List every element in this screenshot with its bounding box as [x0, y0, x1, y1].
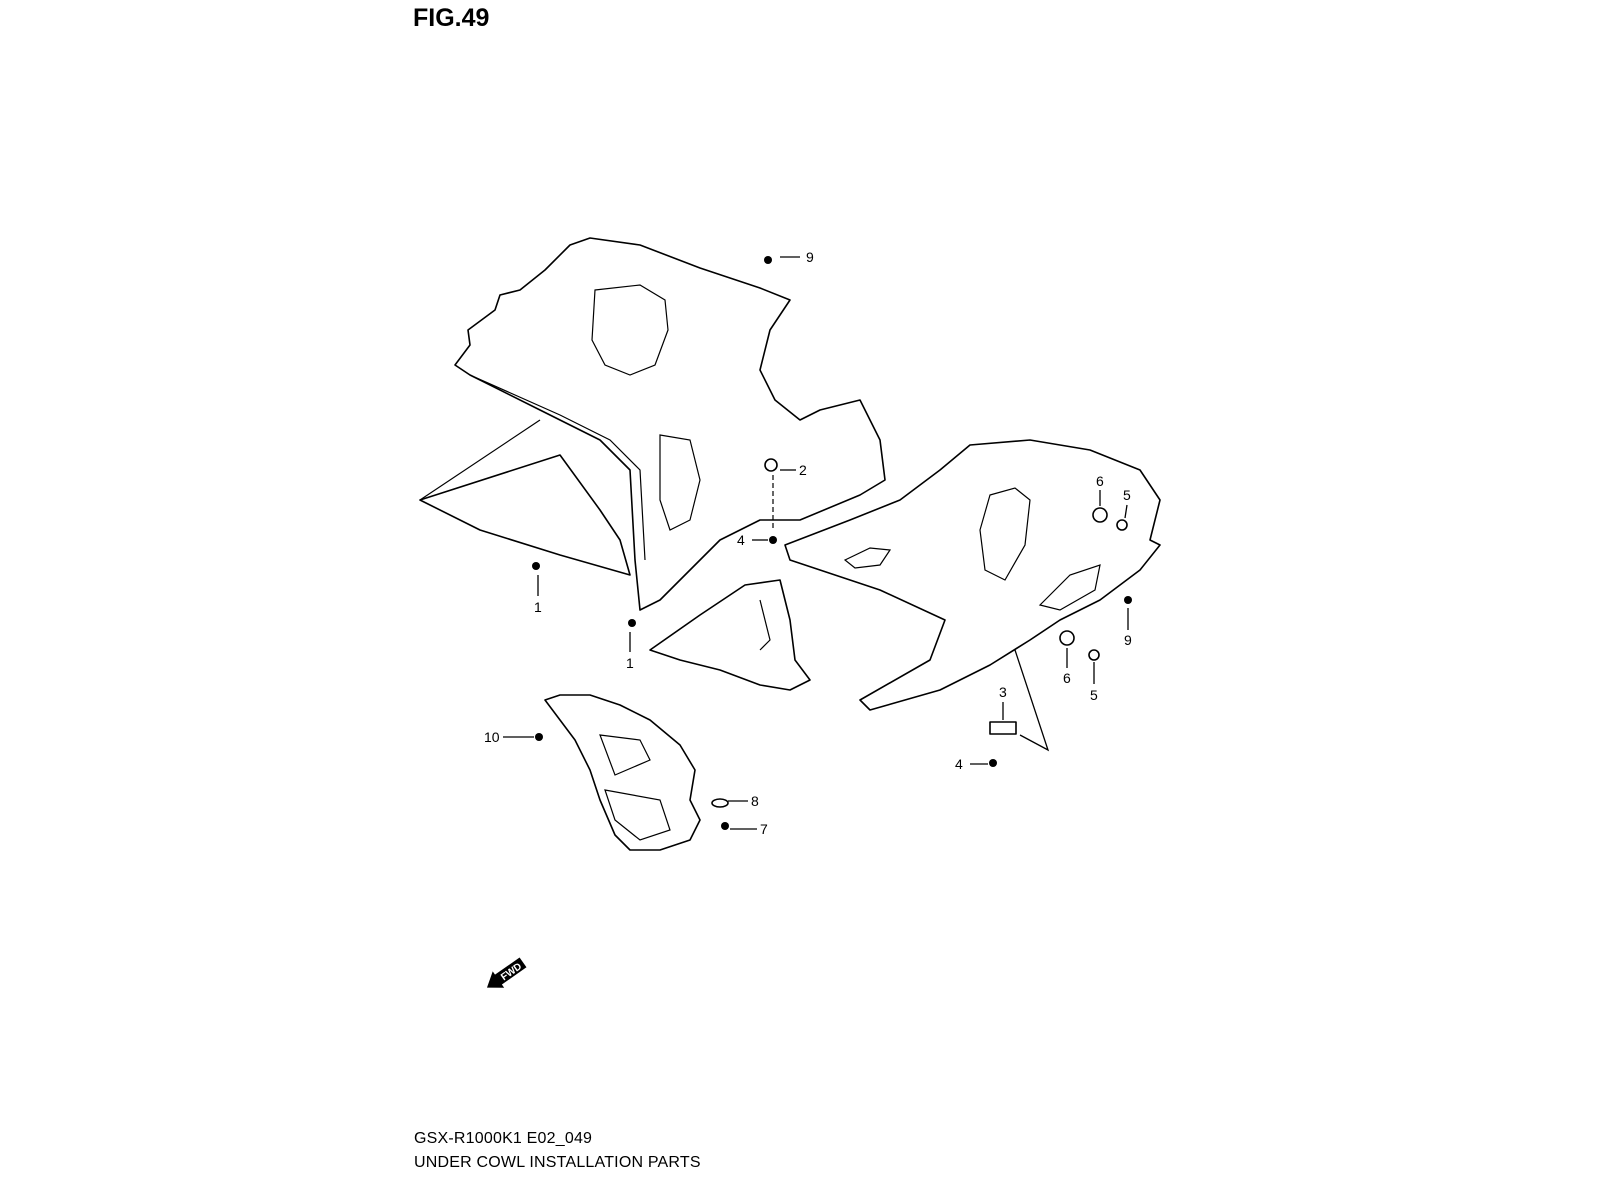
- callouts: 9 2 4 1 1 6 5 9 6 5 3 4 10 8 7: [484, 249, 1132, 837]
- center-lower-panel: [649, 579, 811, 691]
- figure-label: FIG.49: [413, 4, 490, 32]
- callout-7: 7: [760, 821, 768, 837]
- callout-10: 10: [484, 729, 500, 745]
- callout-4: 4: [737, 532, 745, 548]
- callout-6: 6: [1063, 670, 1071, 686]
- side-cover: [544, 694, 701, 851]
- left-upper-cowl: [419, 237, 886, 611]
- callout-5: 5: [1123, 487, 1131, 503]
- callout-8: 8: [751, 793, 759, 809]
- callout-6: 6: [1096, 473, 1104, 489]
- callout-2: 2: [799, 462, 807, 478]
- callout-4: 4: [955, 756, 963, 772]
- fasteners: [503, 256, 1132, 830]
- diagram-title: UNDER COWL INSTALLATION PARTS: [414, 1154, 701, 1171]
- model-code: GSX-R1000K1 E02_049: [414, 1130, 593, 1147]
- right-under-cowl: [784, 439, 1161, 752]
- callout-3: 3: [999, 684, 1007, 700]
- callout-5: 5: [1090, 687, 1098, 703]
- callout-1: 1: [626, 655, 634, 671]
- callout-9: 9: [1124, 632, 1132, 648]
- callout-1: 1: [534, 599, 542, 615]
- fwd-arrow-icon: FWD: [486, 957, 527, 988]
- callout-9: 9: [806, 249, 814, 265]
